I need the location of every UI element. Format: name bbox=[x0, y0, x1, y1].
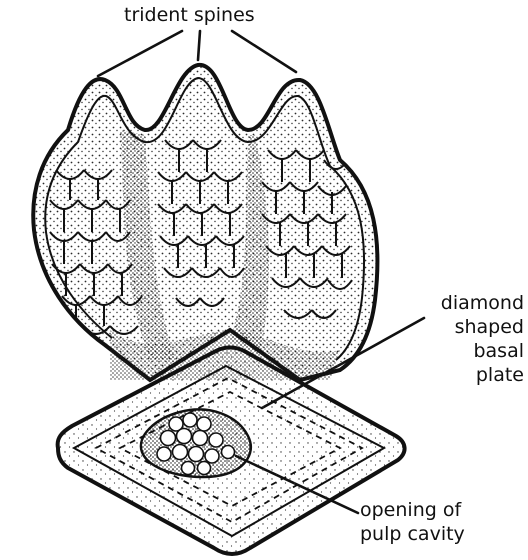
label-pulp-cavity: opening of pulp cavity bbox=[360, 498, 465, 546]
label-basal-plate-line-3: basal bbox=[428, 339, 524, 363]
callout-line-spine-center bbox=[198, 31, 200, 60]
label-basal-plate-line-4: plate bbox=[428, 363, 524, 387]
scale-crown bbox=[33, 65, 377, 380]
label-pulp-cavity-line-1: opening of bbox=[360, 498, 465, 522]
label-trident-spines: trident spines bbox=[124, 3, 255, 27]
label-pulp-cavity-line-2: pulp cavity bbox=[360, 522, 465, 546]
callout-line-spine-right bbox=[232, 31, 296, 72]
label-basal-plate-line-2: shaped bbox=[428, 315, 524, 339]
label-basal-plate-line-1: diamond bbox=[428, 291, 524, 315]
callout-line-spine-left bbox=[98, 31, 182, 76]
crown-outline bbox=[33, 65, 377, 380]
label-basal-plate: diamond shaped basal plate bbox=[428, 291, 524, 387]
basal-plate bbox=[58, 348, 405, 555]
